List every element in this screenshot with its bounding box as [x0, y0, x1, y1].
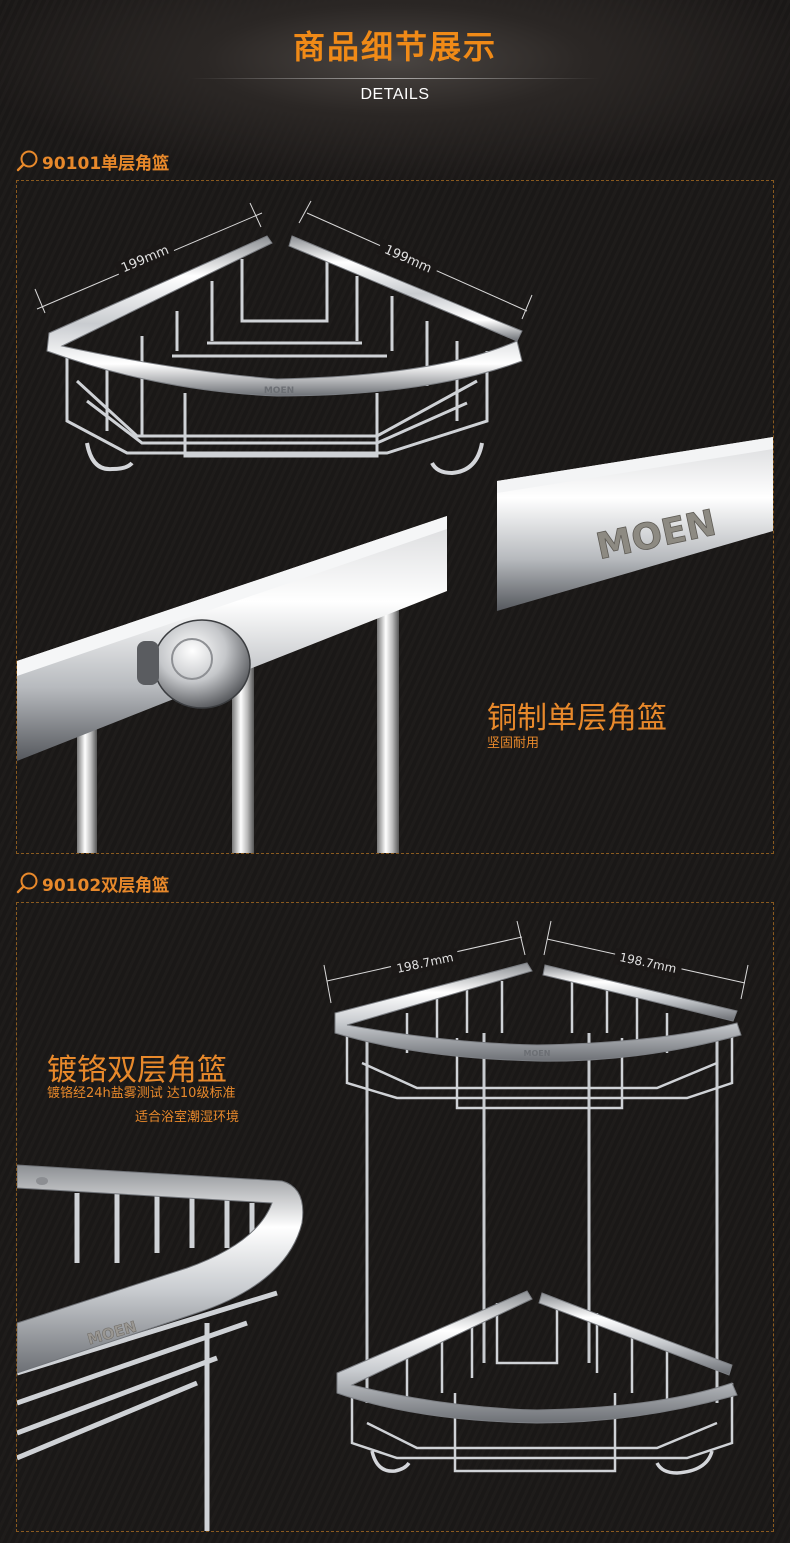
section1-heading: 90101单层角篮: [16, 148, 169, 174]
section2-product-panel: 198.7mm 198.7mm: [16, 902, 774, 1532]
dimension-left-label: 198.7mm: [395, 950, 454, 976]
section2-heading-text: 90102双层角篮: [42, 875, 170, 896]
magnifier-icon: [16, 872, 38, 894]
magnifier-icon: [16, 150, 38, 172]
double-basket: MOEN: [334, 962, 742, 1475]
section1-product-panel: 199mm 199mm MOEN: [16, 180, 774, 854]
page-title: 商品细节展示: [292, 28, 497, 66]
dimension-lines: [34, 200, 533, 320]
brand-logo-small: MOEN: [524, 1049, 551, 1058]
section1-heading-text: 90101单层角篮: [42, 153, 170, 174]
rail-closeup-knob: [17, 516, 447, 853]
rail-closeup-moen: MOEN: [497, 437, 773, 611]
brand-logo-small: MOEN: [264, 386, 294, 396]
single-basket: MOEN: [46, 235, 523, 476]
basket-closeup-moen: MOEN: [17, 1164, 304, 1531]
page-subtitle: DETAILS: [360, 86, 430, 103]
dimension-lines: [323, 920, 749, 1004]
feature-sub-salt-spray: 镀铬经24h盐雾测试 达10级标准: [47, 1086, 236, 1101]
dimension-right-label: 198.7mm: [618, 950, 677, 976]
double-corner-basket-illustration: 198.7mm 198.7mm: [17, 920, 749, 1531]
dimension-left-label: 199mm: [119, 243, 171, 276]
title-divider: [190, 78, 600, 79]
feature-title-copper: 铜制单层角篮: [487, 701, 667, 736]
dimension-right-label: 199mm: [382, 242, 434, 276]
single-corner-basket-illustration: 199mm 199mm MOEN: [17, 200, 773, 853]
feature-sub-humidity: 适合浴室潮湿环境: [135, 1110, 240, 1125]
feature-sub-durable: 坚固耐用: [487, 736, 540, 751]
section2-heading: 90102双层角篮: [16, 870, 169, 896]
feature-title-chrome: 镀铬双层角篮: [47, 1053, 227, 1088]
